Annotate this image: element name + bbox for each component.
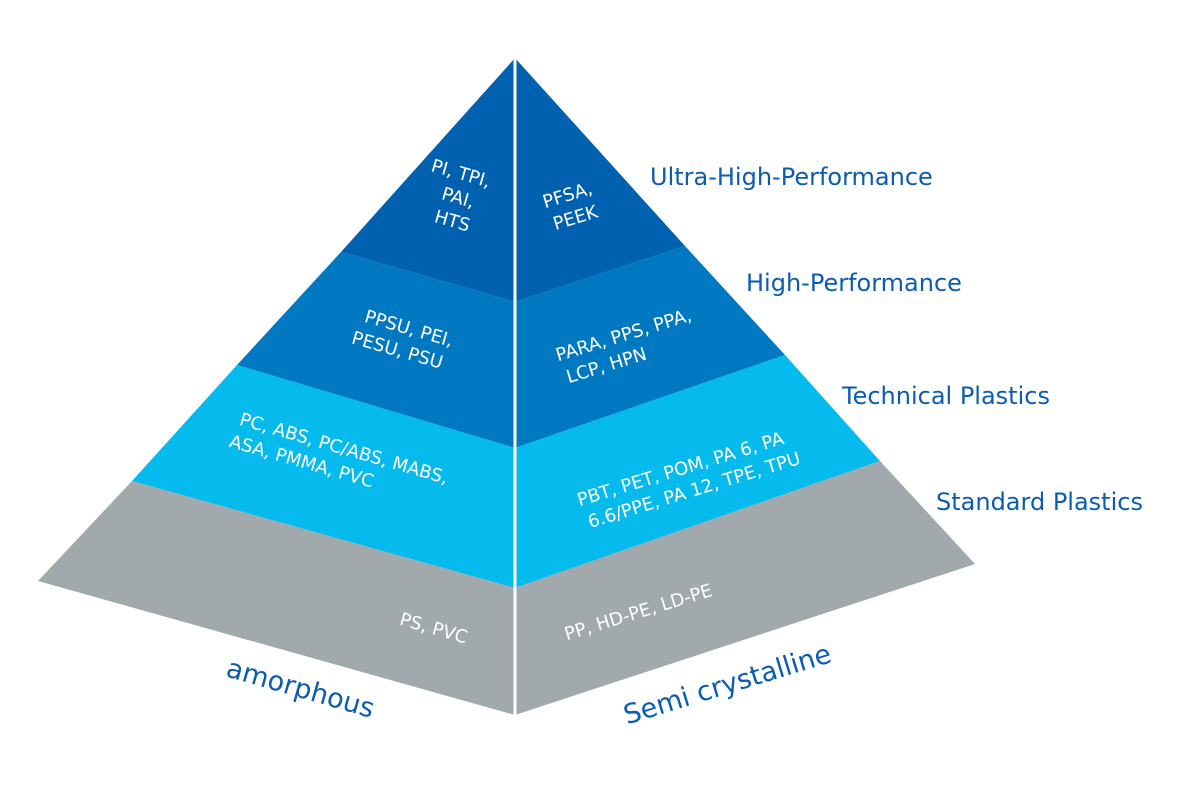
tier-label-ultra: Ultra-High-Performance (650, 163, 933, 191)
semi-high-band (515, 246, 785, 448)
semi-technical-band (515, 355, 880, 588)
tier-label-high: High-Performance (746, 269, 962, 297)
semi-standard-band (515, 461, 975, 715)
semi-ultra-band (515, 58, 685, 302)
tier-label-technical: Technical Plastics (841, 382, 1050, 410)
amorphous-high-band (237, 252, 515, 448)
tier-label-standard: Standard Plastics (936, 488, 1143, 516)
amorphous-ultra-band (341, 58, 515, 302)
amorphous-technical-band (132, 365, 515, 588)
amorphous-standard-band (38, 481, 515, 715)
